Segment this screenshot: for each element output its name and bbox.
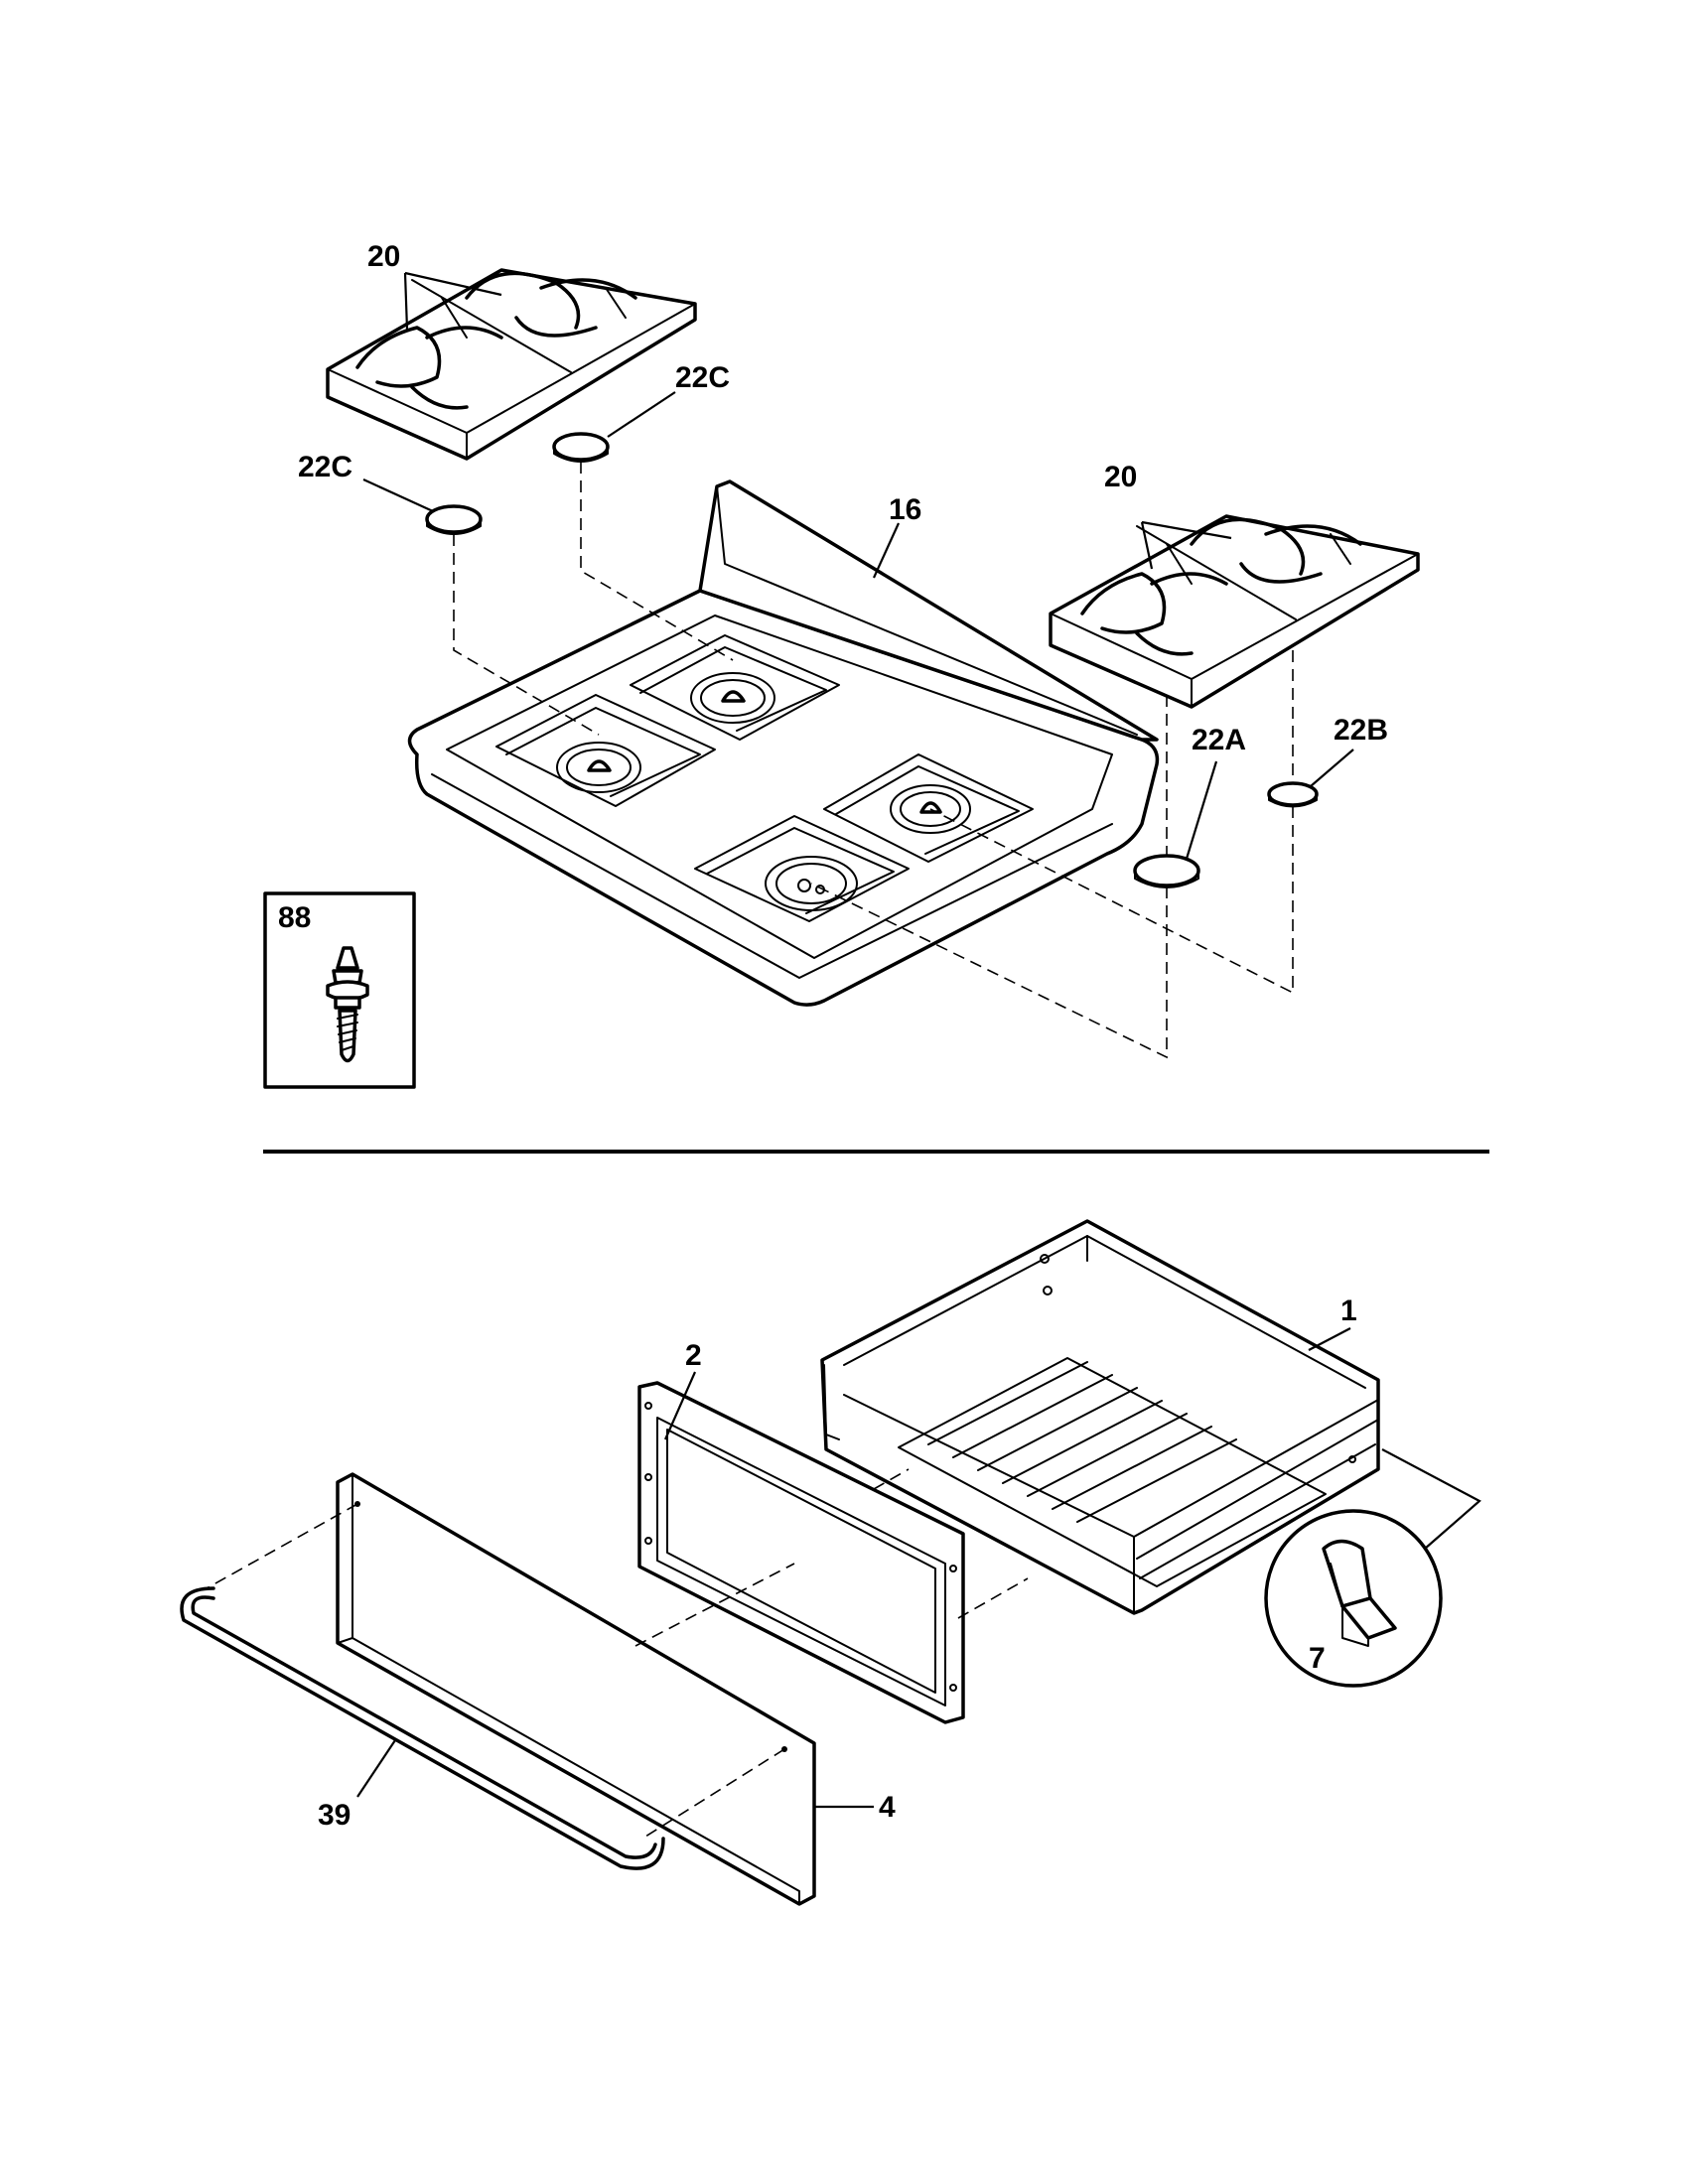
label-drawer-body: 1 [1340, 1295, 1357, 1327]
screw-icon [326, 946, 369, 1063]
leaders-lower [356, 1327, 1481, 1809]
label-handle: 39 [318, 1799, 351, 1832]
label-foot-22a: 22A [1192, 724, 1246, 756]
label-grate-right: 20 [1104, 461, 1137, 493]
cooktop [407, 479, 1160, 1007]
glide-clip-inset [1264, 1509, 1443, 1688]
foot-pad-22c-lower [425, 504, 483, 535]
screw-inset-box [263, 891, 416, 1089]
grate-right [1049, 514, 1420, 709]
leaders-upper [362, 271, 1354, 860]
drawer-liner [637, 1381, 965, 1724]
label-foot-22b: 22B [1334, 714, 1388, 747]
label-drawer-liner: 2 [685, 1339, 702, 1372]
assembly-lines-lower [206, 1468, 1029, 1838]
label-cooktop: 16 [889, 493, 921, 526]
foot-pad-22c-upper [552, 432, 610, 463]
grate-left [326, 268, 697, 461]
label-glide-clip: 7 [1309, 1642, 1326, 1675]
assembly-lines-upper [453, 462, 1294, 1059]
foot-pad-22b [1267, 781, 1319, 808]
label-grate-left: 20 [367, 240, 400, 273]
label-foot-22c-upper: 22C [675, 361, 730, 394]
label-foot-22c-lower: 22C [298, 451, 352, 483]
foot-pad-22a [1133, 854, 1200, 888]
label-drawer-front: 4 [879, 1791, 896, 1824]
drawer-body [820, 1219, 1380, 1615]
clip-icon [1322, 1539, 1397, 1647]
label-screw-inset: 88 [278, 901, 311, 934]
drawer-handle [180, 1586, 665, 1870]
